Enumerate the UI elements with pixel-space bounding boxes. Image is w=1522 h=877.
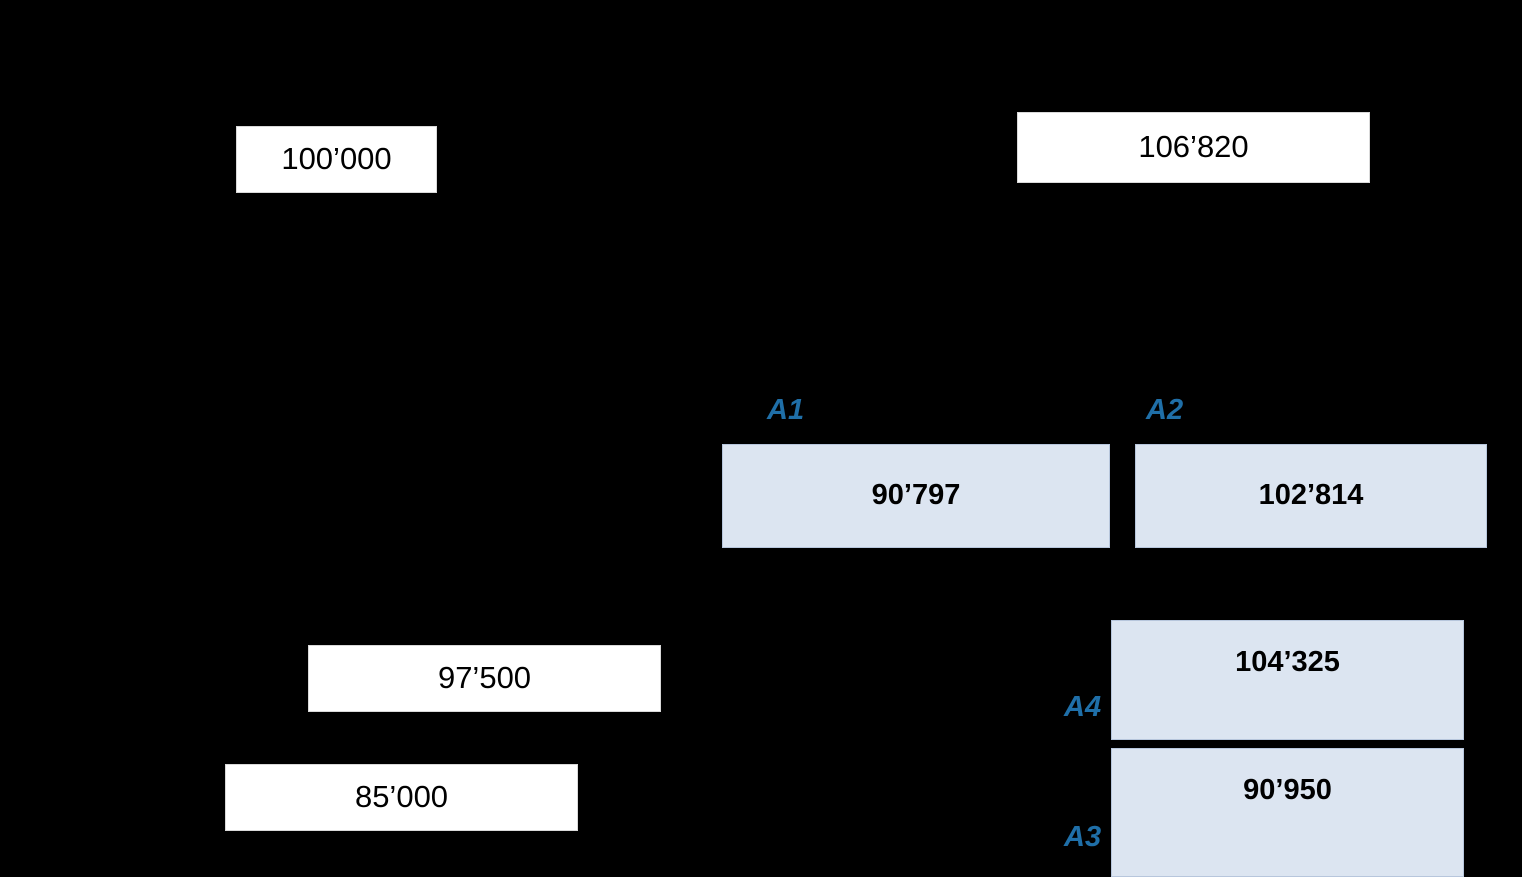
value-box-100000[interactable]: 100’000 bbox=[236, 126, 437, 193]
value-box-a1[interactable]: 90’797 bbox=[722, 444, 1110, 548]
label-a4: A4 bbox=[1064, 691, 1102, 723]
value-box-106820[interactable]: 106’820 bbox=[1017, 112, 1370, 183]
value-box-a2[interactable]: 102’814 bbox=[1135, 444, 1487, 548]
label-a3: A3 bbox=[1064, 821, 1102, 853]
value-box-97500[interactable]: 97’500 bbox=[308, 645, 661, 712]
label-a2: A2 bbox=[1146, 394, 1184, 426]
value-box-a3[interactable]: 90’950 bbox=[1111, 748, 1464, 877]
value-box-a4[interactable]: 104’325 bbox=[1111, 620, 1464, 740]
value-box-85000[interactable]: 85’000 bbox=[225, 764, 578, 831]
label-a1: A1 bbox=[767, 394, 805, 426]
